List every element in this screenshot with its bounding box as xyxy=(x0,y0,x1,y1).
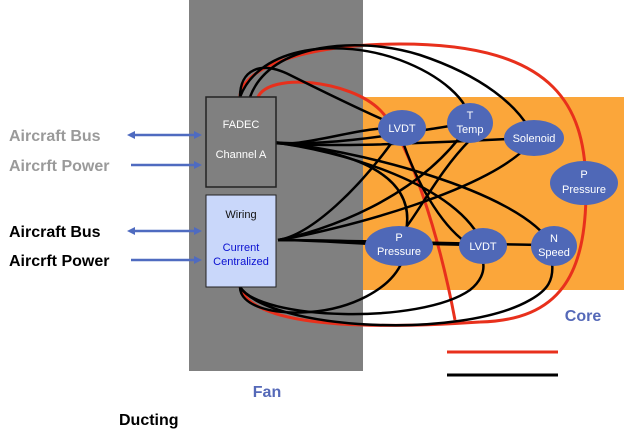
sensor-n-speed-line2: Speed xyxy=(538,247,570,259)
sensor-t-temp-line1: T xyxy=(467,110,474,122)
sensor-n-speed-line1: N xyxy=(550,233,558,245)
sensor-lvdt-top-label: LVDT xyxy=(388,123,416,135)
sensor-solenoid: Solenoid xyxy=(504,120,564,156)
red-wire-solenoid xyxy=(256,80,457,321)
upper-power-label: Aircrft Power xyxy=(9,158,109,175)
wiring-line3: Centralized xyxy=(213,256,269,268)
sensor-t-temp-line2: Temp xyxy=(457,124,484,136)
upper-bus-label: Aircraft Bus xyxy=(9,128,101,145)
sensor-t-temp: T Temp xyxy=(447,103,493,143)
wiring-box xyxy=(205,194,277,288)
fan-label: Fan xyxy=(253,384,281,401)
connection-arrows xyxy=(127,131,202,264)
sensor-p-pressure-left: P Pressure xyxy=(365,226,433,266)
sensor-p-pressure-right: P Pressure xyxy=(550,161,618,205)
wiring-line2: Current xyxy=(223,242,260,254)
sensor-p-pressure-right-line2: Pressure xyxy=(562,184,606,196)
black-wires xyxy=(238,43,554,327)
sensor-lvdt-bottom-label: LVDT xyxy=(469,241,497,253)
lower-bus-label: Aircraft Bus xyxy=(9,224,101,241)
fadec-box xyxy=(205,96,277,188)
fadec-line2: Channel A xyxy=(216,149,267,161)
core-label: Core xyxy=(565,308,602,325)
lower-power-label: Aircrft Power xyxy=(9,253,109,270)
sensor-lvdt-top: LVDT xyxy=(378,110,426,146)
sensor-p-pressure-right-line1: P xyxy=(580,169,587,181)
wiring-line1: Wiring xyxy=(225,209,256,221)
ducting-label: Ducting xyxy=(119,412,179,429)
sensor-p-pressure-left-line2: Pressure xyxy=(377,246,421,258)
fadec-line1: FADEC xyxy=(223,119,260,131)
sensor-lvdt-bottom: LVDT xyxy=(459,228,507,264)
sensor-solenoid-label: Solenoid xyxy=(513,133,556,145)
sensor-n-speed: N Speed xyxy=(531,226,577,266)
sensor-p-pressure-left-line1: P xyxy=(395,232,402,244)
